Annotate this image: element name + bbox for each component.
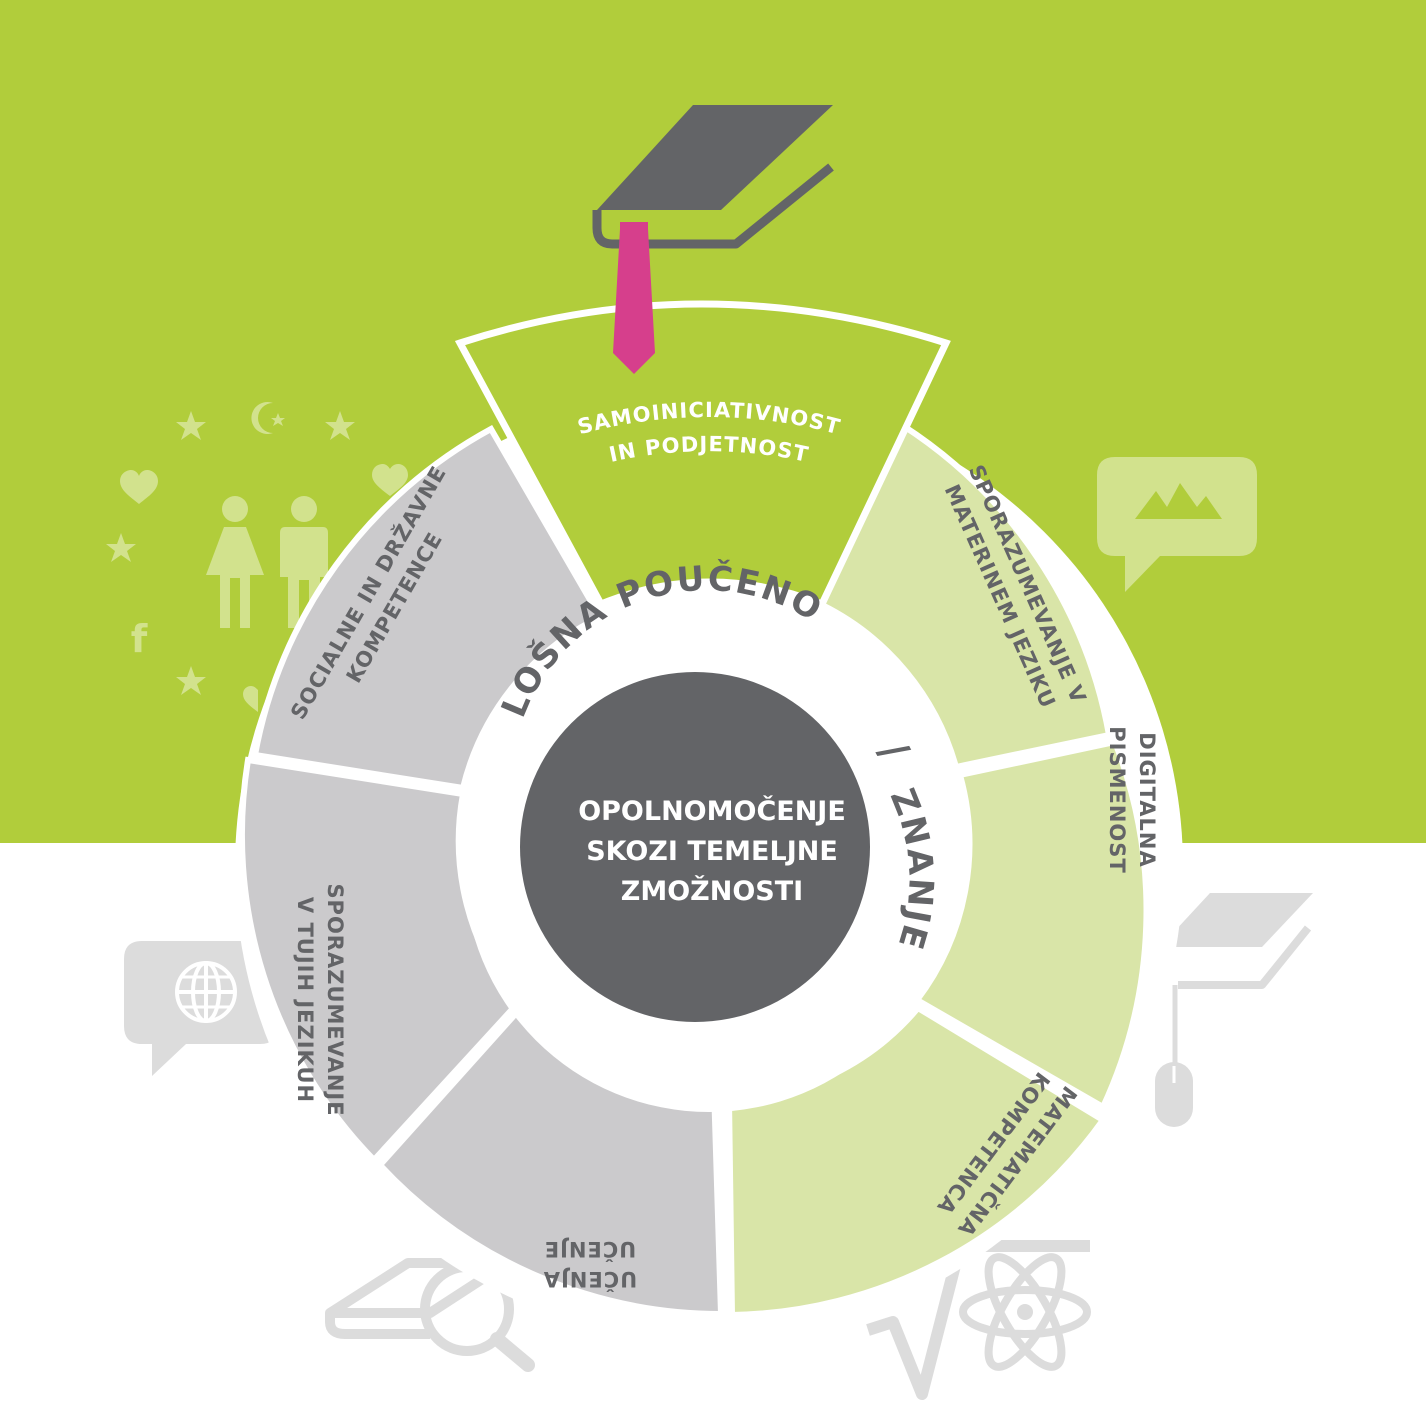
tie-icon	[613, 222, 655, 374]
center-line-1: OPOLNOMOČENJE	[578, 795, 846, 827]
center-line-2: SKOZI TEMELJNE	[586, 836, 838, 867]
center-disc	[520, 672, 870, 1022]
svg-text:SPORAZUMEVANJE: SPORAZUMEVANJE	[323, 883, 347, 1116]
facebook-icon: f	[131, 617, 148, 661]
atom-icon	[959, 1253, 1091, 1371]
segment-learning-label: UČENJA UČENJE	[543, 1237, 637, 1292]
segment-initiative-entrepreneurship	[454, 300, 951, 609]
svg-text:UČENJE: UČENJE	[544, 1237, 637, 1262]
speech-bubble-mountains-icon	[1097, 457, 1257, 592]
star-icon	[325, 411, 355, 440]
star-icon	[176, 411, 206, 440]
segment-foreign-languages	[238, 756, 521, 1165]
segment-digital	[912, 738, 1150, 1112]
heart-icon	[120, 470, 158, 504]
svg-text:V TUJIH JEZIKUH: V TUJIH JEZIKUH	[293, 897, 317, 1103]
segment-digital-label: DIGITALNA PISMENOST	[1105, 726, 1159, 873]
svg-text:DIGITALNA: DIGITALNA	[1135, 732, 1159, 867]
woman-icon	[206, 496, 264, 628]
segment-social-civic	[251, 424, 605, 792]
star-icon	[176, 666, 206, 695]
heart-icon	[243, 686, 258, 712]
crescent-star-icon	[251, 402, 285, 434]
square-root-icon	[866, 1240, 1090, 1400]
heart-icon	[372, 464, 408, 496]
speech-bubble-globe-icon	[124, 941, 278, 1076]
star-icon	[106, 533, 136, 562]
graduation-book-icon	[592, 105, 834, 374]
center-line-3: ZMOŽNOSTI	[621, 875, 803, 907]
svg-text:UČENJA: UČENJA	[543, 1267, 637, 1292]
segment-mother-tongue	[818, 420, 1113, 771]
wheel	[235, 300, 1183, 1341]
graduation-cap-mouse-icon	[1155, 893, 1313, 1127]
svg-text:PISMENOST: PISMENOST	[1105, 726, 1129, 873]
center-text: OPOLNOMOČENJE SKOZI TEMELJNE ZMOŽNOSTI	[578, 795, 846, 907]
segment-foreign-label: SPORAZUMEVANJE V TUJIH JEZIKUH	[293, 883, 347, 1116]
